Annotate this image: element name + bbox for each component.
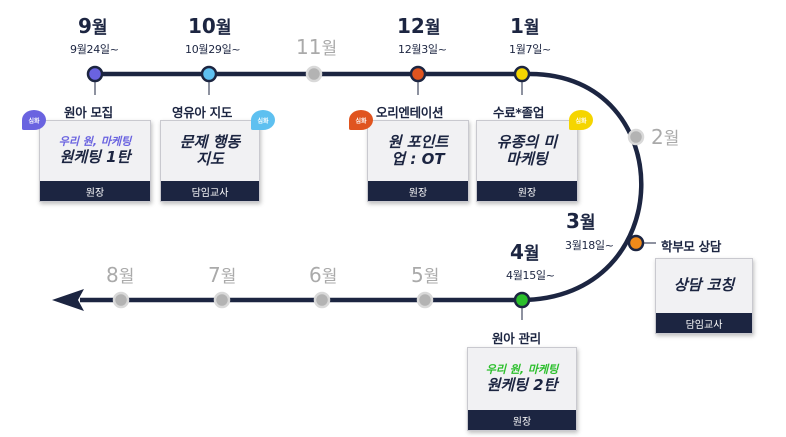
badge-guidance: 심화: [251, 110, 275, 130]
date-dec: 12월3일~: [398, 43, 447, 56]
card-recruit-role: 원장: [40, 181, 150, 201]
dot-apr: [513, 291, 531, 309]
dot-jan: [513, 65, 531, 83]
month-apr: 4월: [510, 240, 540, 264]
month-jan: 1월: [510, 14, 540, 38]
arrow-head-icon: [52, 289, 84, 311]
card-orientation-line1: 원 포인트: [387, 132, 449, 151]
dot-jul: [213, 291, 231, 309]
dot-feb: [627, 128, 645, 146]
month-sep: 9월: [78, 14, 108, 38]
month-oct: 10월: [188, 14, 232, 38]
date-jan: 1월7일~: [509, 43, 551, 56]
card-graduation-line1: 유종의 미: [496, 132, 558, 151]
event-label-graduation: 수료*졸업: [493, 105, 545, 120]
track-line: [80, 71, 644, 303]
month-feb: 2월: [651, 125, 680, 149]
dot-sep: [86, 65, 104, 83]
month-mar: 3월: [566, 209, 596, 233]
card-parents[interactable]: 상담 코칭 담임교사: [655, 258, 753, 334]
month-dec: 12월: [397, 14, 441, 38]
event-label-parents: 학부모 상담: [661, 239, 722, 254]
dot-mar: [627, 234, 645, 252]
card-parents-role: 담임교사: [656, 313, 752, 333]
event-label-guidance: 영유아 지도: [172, 105, 233, 120]
badge-recruit: 심화: [22, 110, 46, 130]
card-guidance-line1: 문제 행동: [179, 132, 241, 151]
card-management-line2: 원케팅 2탄: [486, 375, 558, 394]
card-graduation-line2: 마케팅: [506, 150, 548, 168]
month-may: 5월: [411, 263, 440, 287]
month-nov: 11월: [296, 35, 338, 59]
card-parents-line1: 상담 코칭: [673, 276, 735, 295]
month-jun: 6월: [309, 263, 338, 287]
dot-nov: [305, 65, 323, 83]
card-guidance-role: 담임교사: [161, 181, 259, 201]
dot-aug: [112, 291, 130, 309]
month-jul: 7월: [208, 263, 237, 287]
badge-graduation: 심화: [569, 110, 593, 130]
card-orientation-role: 원장: [368, 181, 468, 201]
dot-may: [416, 291, 434, 309]
card-management-role: 원장: [468, 410, 576, 430]
dot-dec: [409, 65, 427, 83]
date-oct: 10월29일~: [185, 43, 241, 56]
card-guidance-line2: 지도: [196, 150, 224, 168]
date-mar: 3월18일~: [565, 239, 614, 252]
event-label-orientation: 오리엔테이션: [376, 105, 444, 120]
card-recruit-line1: 우리 원, 마케팅: [58, 135, 132, 149]
card-orientation-line2: 업 : OT: [391, 150, 445, 168]
dot-jun: [313, 291, 331, 309]
badge-orientation: 심화: [349, 110, 373, 130]
date-apr: 4월15일~: [506, 269, 555, 282]
card-recruit-line2: 원케팅 1탄: [59, 147, 131, 166]
card-management-line1: 우리 원, 마케팅: [485, 363, 559, 377]
card-graduation-role: 원장: [477, 181, 577, 201]
month-aug: 8월: [106, 263, 135, 287]
dot-oct: [200, 65, 218, 83]
date-sep: 9월24일~: [70, 43, 119, 56]
event-label-management: 원아 관리: [492, 331, 541, 346]
event-label-recruit: 원아 모집: [64, 105, 113, 120]
